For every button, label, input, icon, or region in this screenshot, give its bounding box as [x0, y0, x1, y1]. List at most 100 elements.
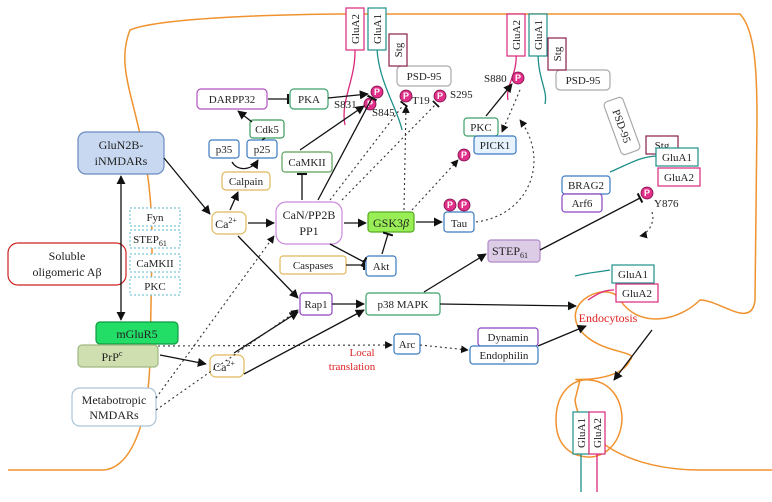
soluble-abeta-label-2: oligomeric Aβ: [32, 265, 101, 279]
glun2b-box: [77, 131, 165, 175]
cell-membrane: [8, 13, 772, 471]
ca-bottom-label: Ca2+: [213, 359, 235, 374]
glua2-label-5: GluA2: [592, 418, 604, 448]
glun2b-label: GluN2B-: [99, 138, 144, 152]
mglur5-box: [95, 321, 179, 345]
arf6-label: Arf6: [572, 198, 593, 210]
psd95-right-box: [555, 69, 611, 91]
rap1-label: Rap1: [304, 299, 327, 311]
receptor-endocytosed: GluA1 GluA2: [574, 264, 659, 303]
endophilin-label: Endophilin: [480, 350, 529, 362]
receptor-vesicle: GluA1 GluA2: [572, 411, 606, 492]
mglur5-label: mGluR5: [116, 327, 157, 341]
glun2b-label-2: iNMDARs: [95, 154, 148, 168]
receptor-cluster-left: GluA2 GluA1 Stg: [343, 7, 408, 131]
tau-box: [443, 211, 475, 233]
p38-label: p38 MAPK: [377, 299, 428, 311]
s845-label: S845: [372, 107, 395, 119]
endocytosis-label: Endocytosis: [579, 311, 638, 325]
metabotropic-label-2: NMDARs: [89, 408, 139, 422]
pka-label: PKA: [298, 94, 320, 106]
step61-main-label: STEP61: [492, 244, 528, 260]
receptor-cluster-side: Stg GluA1 GluA2: [609, 135, 701, 187]
phospho-pick1-text: P: [461, 150, 467, 160]
ca-bottom-box: [209, 354, 245, 378]
local-translation-label-2: translation: [329, 361, 376, 373]
p35-label: p35: [216, 144, 233, 156]
dynamin-label: Dynamin: [488, 332, 529, 344]
psd95-top-label: PSD-95: [407, 71, 442, 83]
can-pp2b-box: [275, 201, 343, 245]
s295-label: S295: [450, 89, 473, 101]
arrows: [116, 83, 654, 411]
phospho-s831-text: P: [367, 99, 373, 109]
metabotropic-box: [71, 387, 157, 427]
phospho-tau-2-text: P: [461, 200, 467, 210]
darpp32-label: DARPP32: [209, 94, 255, 106]
caspases-label: Caspases: [293, 260, 333, 272]
tau-label: Tau: [451, 218, 468, 230]
p35-box: [208, 139, 240, 159]
pkc-left-label: PKC: [144, 281, 165, 293]
ca-top-label: Ca2+: [215, 216, 237, 231]
calpain-label: Calpain: [229, 176, 264, 188]
phospho-s295-text: P: [437, 91, 443, 101]
kinase-group: Fyn STEP61 CaMKII PKC: [129, 207, 181, 296]
phospho-markers: P P P P P P P P P: [363, 71, 654, 212]
pick1-box: [473, 135, 517, 155]
fyn-box: [129, 207, 181, 227]
psd95-right-label: PSD-95: [566, 75, 601, 87]
glua2-label-3: GluA2: [664, 172, 694, 184]
prpc-label: PrPc: [102, 349, 123, 364]
pkc-right-label: PKC: [470, 122, 491, 134]
p25-label: p25: [254, 144, 271, 156]
pick1-label: PICK1: [480, 140, 511, 152]
glua1-label-2: GluA1: [533, 20, 545, 50]
phospho-s880: [511, 71, 525, 85]
ca-top-box: [211, 211, 247, 235]
fyn-label: Fyn: [146, 212, 164, 224]
glua1-label-1: GluA1: [372, 14, 384, 44]
phospho-s880-text: P: [515, 73, 521, 83]
cdk5-box: [249, 119, 285, 139]
step61-kinase-label: STEP61: [133, 234, 167, 248]
phospho-t19-text: P: [403, 91, 409, 101]
stg-label-1: Stg: [393, 42, 405, 57]
phospho-tau-1-text: P: [447, 200, 453, 210]
t19-label: T19: [412, 95, 430, 107]
akt-label: Akt: [373, 261, 390, 273]
psd95-top-box: [396, 65, 452, 87]
psd95-rotated: PSD-95: [603, 96, 641, 156]
brag2-label: BRAG2: [568, 180, 604, 192]
can-label-2: PP1: [299, 224, 318, 238]
camkii-mid-box: [281, 151, 333, 173]
glua1-label-3: GluA1: [662, 152, 692, 164]
step61-main-box: [487, 239, 541, 263]
phospho-s295: [433, 89, 447, 103]
camkii-mid-label: CaMKII: [288, 157, 326, 169]
stg-label-2: Stg: [552, 46, 564, 61]
phospho-tau-2: [457, 198, 471, 212]
receptor-cluster-right: GluA2 GluA1 Stg: [506, 13, 567, 105]
glua1-label-4: GluA1: [618, 269, 648, 281]
phospho-y876-text: P: [644, 188, 650, 198]
endophilin-box: [469, 345, 539, 365]
y876-label: Y876: [654, 198, 679, 210]
local-translation-label: Local: [349, 347, 374, 359]
phospho-s845a-text: P: [374, 87, 380, 97]
metabotropic-label: Metabotropic: [82, 393, 147, 407]
step61-kinase-box: [129, 229, 181, 249]
darpp32-box: [196, 88, 268, 110]
soluble-abeta-label: Soluble: [49, 249, 86, 263]
pkc-left-box: [129, 276, 181, 296]
gsk3b-label: GSK3β: [373, 216, 409, 230]
calpain-box: [221, 171, 271, 191]
phospho-pick1: [457, 148, 471, 162]
arc-box: [393, 333, 421, 355]
glua2-label-1: GluA2: [350, 14, 362, 44]
glua2-label-4: GluA2: [622, 288, 652, 300]
prpc-box: [77, 344, 159, 368]
can-label: CaN/PP2B: [283, 208, 336, 222]
phospho-tau-1: [443, 198, 457, 212]
